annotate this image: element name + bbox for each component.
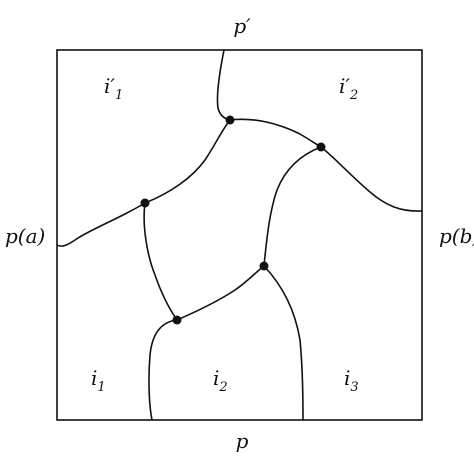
junction-node-bottom-left [172,315,182,325]
label-top: p′ [233,14,251,38]
label-right: p(b) [439,224,474,248]
curve-top-to-node-a [216,49,231,121]
junction-node-center-right [259,261,269,271]
region-label-bottom-left-sub: 1 [97,380,105,395]
region-label-top-right: i′2 [339,74,358,103]
curve-node-c-to-node-a [144,119,231,204]
region-label-bottom-right-sub: 3 [350,380,358,395]
region-label-bottom-right-base: i [344,366,350,390]
region-label-top-left-sub: 1 [115,88,123,103]
curve-node-d-to-bottom-edge [263,265,304,421]
region-label-bottom-right: i3 [344,366,359,395]
curve-node-c-to-node-e [143,202,178,321]
region-label-top-right-sub: 2 [349,88,358,103]
curve-node-e-to-node-d [176,265,265,321]
curve-node-b-to-right-edge [320,146,423,212]
region-label-bottom-mid-sub: 2 [218,380,227,395]
region-label-bottom-left: i1 [91,366,106,395]
region-label-bottom-mid: i2 [213,366,228,395]
curve-node-e-to-bottom-edge [148,319,178,421]
junction-node-top-right [316,142,326,152]
outer-square [56,49,423,421]
curve-node-b-to-node-d [263,146,322,267]
region-label-top-left: i′1 [104,74,123,103]
region-label-bottom-left-base: i [91,366,97,390]
label-bottom: p [236,429,249,453]
junction-node-top [225,115,235,125]
region-label-top-right-base: i′ [339,74,350,98]
label-left: p(a) [5,224,45,248]
curve-node-a-to-node-b [229,118,322,148]
junction-node-left [140,198,150,208]
region-label-bottom-mid-base: i [213,366,219,390]
region-label-top-left-base: i′ [104,74,115,98]
curve-left-edge-to-node-c [56,202,146,247]
